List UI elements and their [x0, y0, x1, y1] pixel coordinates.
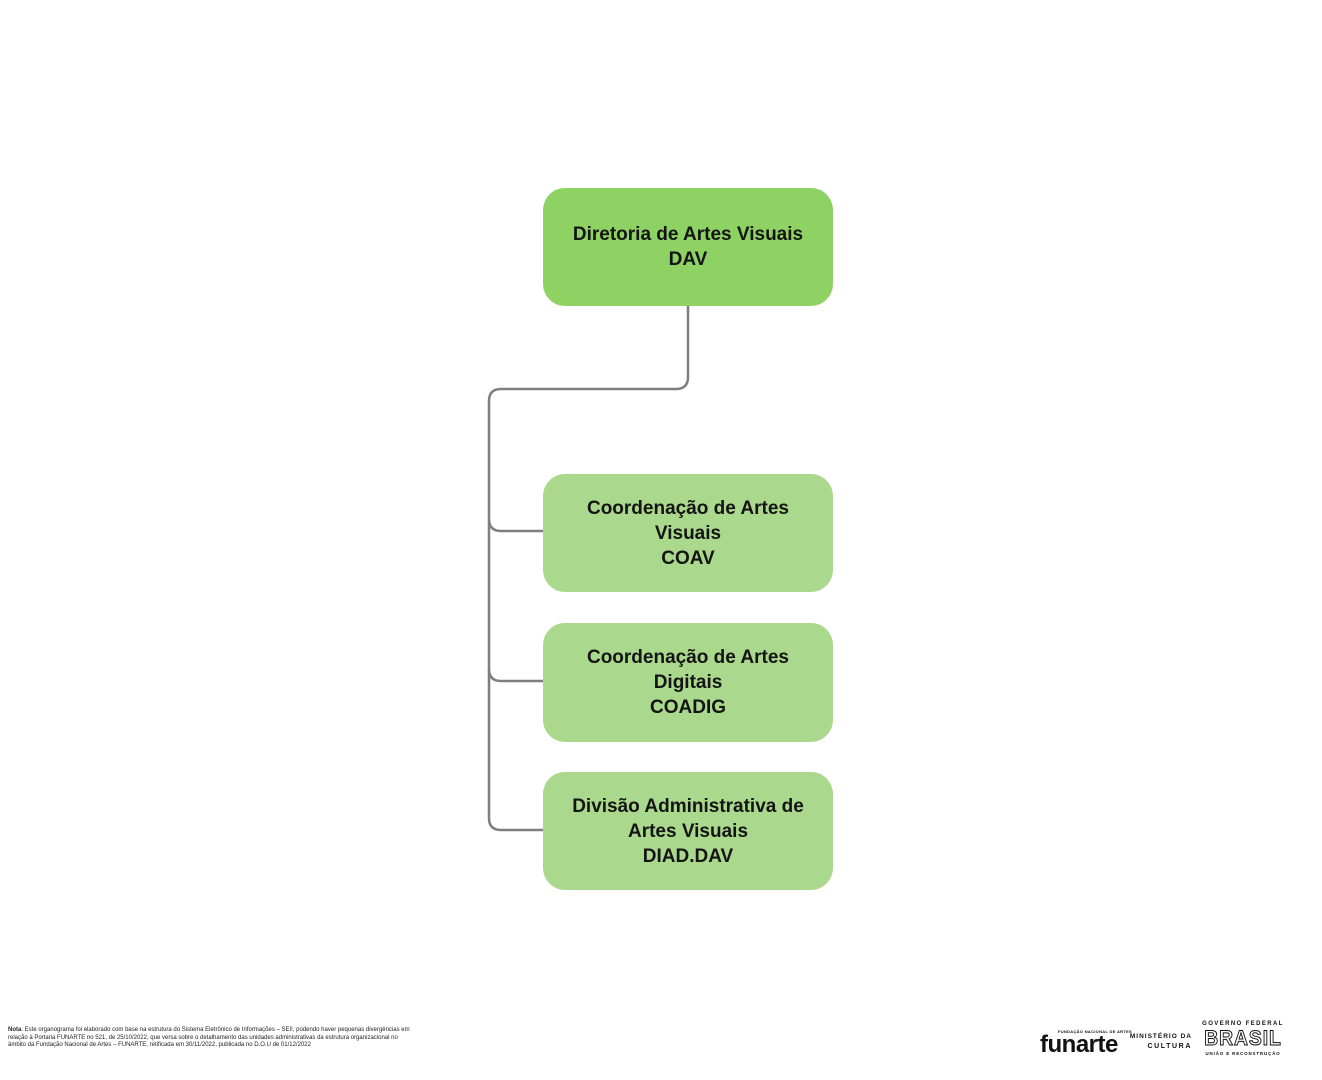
- footnote-line: relação à Portaria FUNARTE no 521, de 25…: [8, 1034, 398, 1041]
- org-node-acronym: DIAD.DAV: [642, 845, 734, 867]
- org-node-title: Artes Visuais: [627, 820, 749, 842]
- footnote-label: Nota: [8, 1027, 22, 1033]
- funarte-tagline: FUNDAÇÃO NACIONAL DE ARTES: [1058, 1029, 1133, 1034]
- org-node-title: Visuais: [654, 522, 722, 544]
- org-node-title: Digitais: [653, 672, 723, 693]
- funarte-logo: FUNDAÇÃO NACIONAL DE ARTES funarte: [1040, 1029, 1136, 1058]
- ministerio-logo-line2: CULTURA: [1147, 1042, 1192, 1050]
- org-node-title: Divisão Administrativa de: [572, 795, 804, 817]
- org-node-acronym: DAV: [668, 249, 708, 270]
- org-node-title: Coordenação de Artes: [586, 497, 789, 519]
- connector-branch-coav: [487, 518, 543, 533]
- org-node-coav: Coordenação de Artes Visuais COAV: [543, 474, 833, 592]
- org-node-coadig: Coordenação de Artes Digitais COADIG: [543, 623, 833, 742]
- footnote-line: âmbito da Fundação Nacional de Artes – F…: [8, 1042, 311, 1049]
- org-node-dav: Diretoria de Artes Visuais DAV: [543, 188, 833, 306]
- footnote-line: Nota: Este organograma foi elaborado com…: [8, 1027, 410, 1035]
- connector-branch-coadig: [487, 668, 543, 683]
- footnote-text: : Este organograma foi elaborado com bas…: [21, 1027, 410, 1033]
- org-node-diad-dav: Divisão Administrativa de Artes Visuais …: [543, 772, 833, 890]
- uniao-reconstrucao-label: UNIÃO E RECONSTRUÇÃO: [1205, 1051, 1281, 1056]
- ministerio-cultura-logo: MINISTÉRIO DA CULTURA: [1128, 1033, 1192, 1050]
- org-node-acronym: COAV: [661, 547, 715, 569]
- governo-federal-label: GOVERNO FEDERAL: [1202, 1021, 1284, 1027]
- connector-trunk: [487, 306, 690, 832]
- governo-federal-brasil-logo: GOVERNO FEDERAL BRASIL UNIÃO E RECONSTRU…: [1200, 1021, 1286, 1056]
- org-node-title: Coordenação de Artes: [586, 647, 789, 668]
- footnote: Nota: Este organograma foi elaborado com…: [8, 1027, 410, 1050]
- brasil-wordmark: BRASIL: [1204, 1027, 1282, 1051]
- ministerio-logo-line1: MINISTÉRIO DA: [1129, 1033, 1192, 1040]
- org-node-acronym: COADIG: [650, 697, 726, 718]
- funarte-wordmark: funarte: [1040, 1031, 1118, 1058]
- org-node-title: Diretoria de Artes Visuais: [572, 224, 804, 245]
